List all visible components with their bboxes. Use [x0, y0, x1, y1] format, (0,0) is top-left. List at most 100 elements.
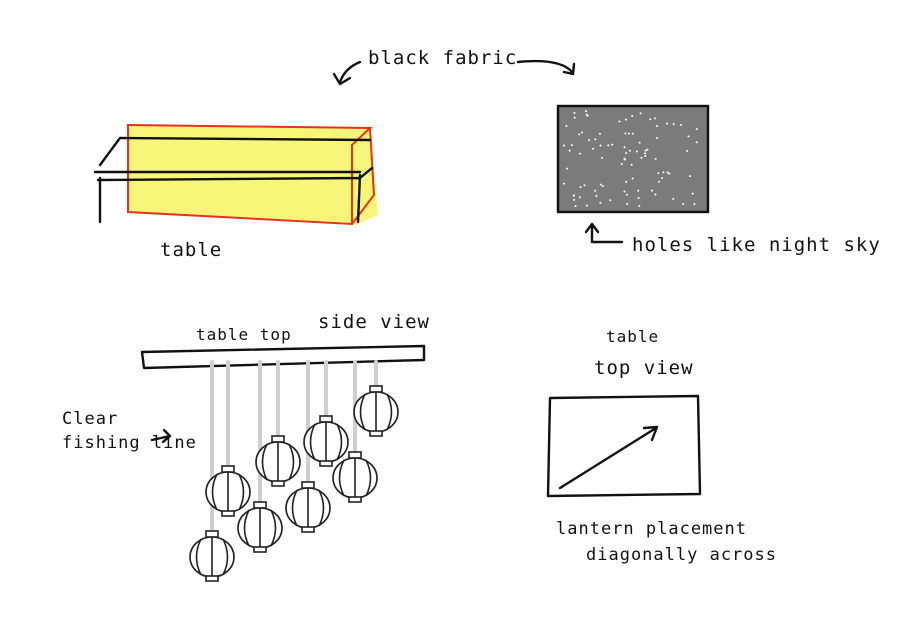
- hole: [628, 149, 631, 152]
- hole: [668, 172, 671, 175]
- hole: [662, 171, 665, 174]
- hole: [592, 147, 595, 150]
- hole: [695, 141, 698, 144]
- hole: [646, 148, 649, 151]
- lantern-icon: [205, 465, 251, 517]
- hole: [624, 132, 627, 135]
- hole: [563, 182, 566, 185]
- hole: [672, 197, 675, 200]
- hole: [578, 133, 581, 136]
- hole: [574, 205, 577, 208]
- hole: [693, 203, 696, 206]
- hole: [585, 110, 588, 113]
- hole: [654, 117, 657, 120]
- hole: [583, 184, 586, 187]
- hole: [640, 156, 643, 159]
- arrow-left-icon: [332, 60, 362, 86]
- hole: [644, 152, 647, 155]
- top-view-label-2: top view: [594, 357, 694, 379]
- arrow-up-icon: [584, 222, 624, 244]
- lantern-icon: [237, 501, 283, 553]
- hole: [644, 155, 647, 158]
- hole: [625, 152, 628, 155]
- hole: [644, 149, 647, 152]
- hole: [666, 122, 669, 125]
- placement-label-1: lantern placement: [556, 519, 747, 539]
- hole: [594, 138, 597, 141]
- side-view-label: side view: [318, 311, 430, 333]
- hole: [682, 202, 685, 205]
- hole: [623, 146, 626, 149]
- top-view-label-1: table: [606, 327, 659, 346]
- lantern-icon: [303, 415, 349, 467]
- hole: [631, 177, 634, 180]
- hole: [594, 189, 597, 192]
- lantern-icon: [285, 481, 331, 533]
- hole: [570, 144, 573, 147]
- hole: [566, 167, 569, 170]
- table-top-plank: [140, 344, 426, 370]
- hole: [572, 194, 575, 197]
- hole: [627, 132, 630, 135]
- hole: [578, 196, 581, 199]
- hole: [672, 123, 675, 126]
- hole: [654, 157, 657, 160]
- hole: [626, 202, 629, 205]
- table-drawing: [93, 123, 378, 226]
- lantern-icon: [189, 530, 235, 582]
- hole: [568, 149, 571, 152]
- hole: [579, 186, 582, 189]
- hole: [618, 120, 621, 123]
- hole: [573, 116, 576, 119]
- fishing-line-label-1: Clear: [62, 409, 118, 429]
- arrow-right-icon: [516, 59, 576, 76]
- lantern-icon: [353, 385, 399, 437]
- top-view-rectangle: [546, 394, 702, 498]
- hole: [631, 114, 634, 117]
- hole: [680, 123, 683, 126]
- hole: [581, 131, 584, 134]
- hole: [687, 135, 690, 138]
- hole: [656, 136, 659, 139]
- hole: [599, 183, 602, 186]
- diagonal-arrow-icon: [558, 425, 659, 490]
- table-label: table: [160, 239, 222, 261]
- hole: [639, 112, 642, 115]
- hole: [609, 199, 612, 202]
- hole: [625, 180, 628, 183]
- hole: [637, 196, 640, 199]
- hole: [625, 118, 628, 121]
- hole: [650, 189, 653, 192]
- hole: [585, 204, 588, 207]
- hole: [599, 201, 602, 204]
- hole: [623, 190, 626, 193]
- fishing-line-label-2: fishing line: [62, 433, 197, 453]
- hole: [573, 112, 576, 115]
- hole: [585, 113, 588, 116]
- hole: [595, 194, 598, 197]
- hole: [688, 175, 691, 178]
- hole: [691, 192, 694, 195]
- hole: [565, 124, 568, 127]
- hole: [660, 176, 663, 179]
- lantern-icon: [332, 451, 378, 503]
- hole: [630, 163, 633, 166]
- hole: [601, 185, 604, 188]
- hole: [635, 150, 638, 153]
- hole: [598, 132, 601, 135]
- hole: [578, 152, 581, 155]
- hole: [599, 144, 602, 147]
- hole: [686, 149, 689, 152]
- hole: [620, 162, 623, 165]
- black-fabric-label: black fabric: [368, 47, 517, 69]
- fabric-night-sky: [556, 104, 710, 214]
- hole: [601, 156, 604, 159]
- holes-label: holes like night sky: [632, 234, 881, 256]
- hole: [623, 157, 626, 160]
- hole: [607, 144, 610, 147]
- lantern-icon: [255, 435, 301, 487]
- hole: [611, 143, 614, 146]
- hole: [649, 118, 652, 121]
- hole: [656, 125, 659, 128]
